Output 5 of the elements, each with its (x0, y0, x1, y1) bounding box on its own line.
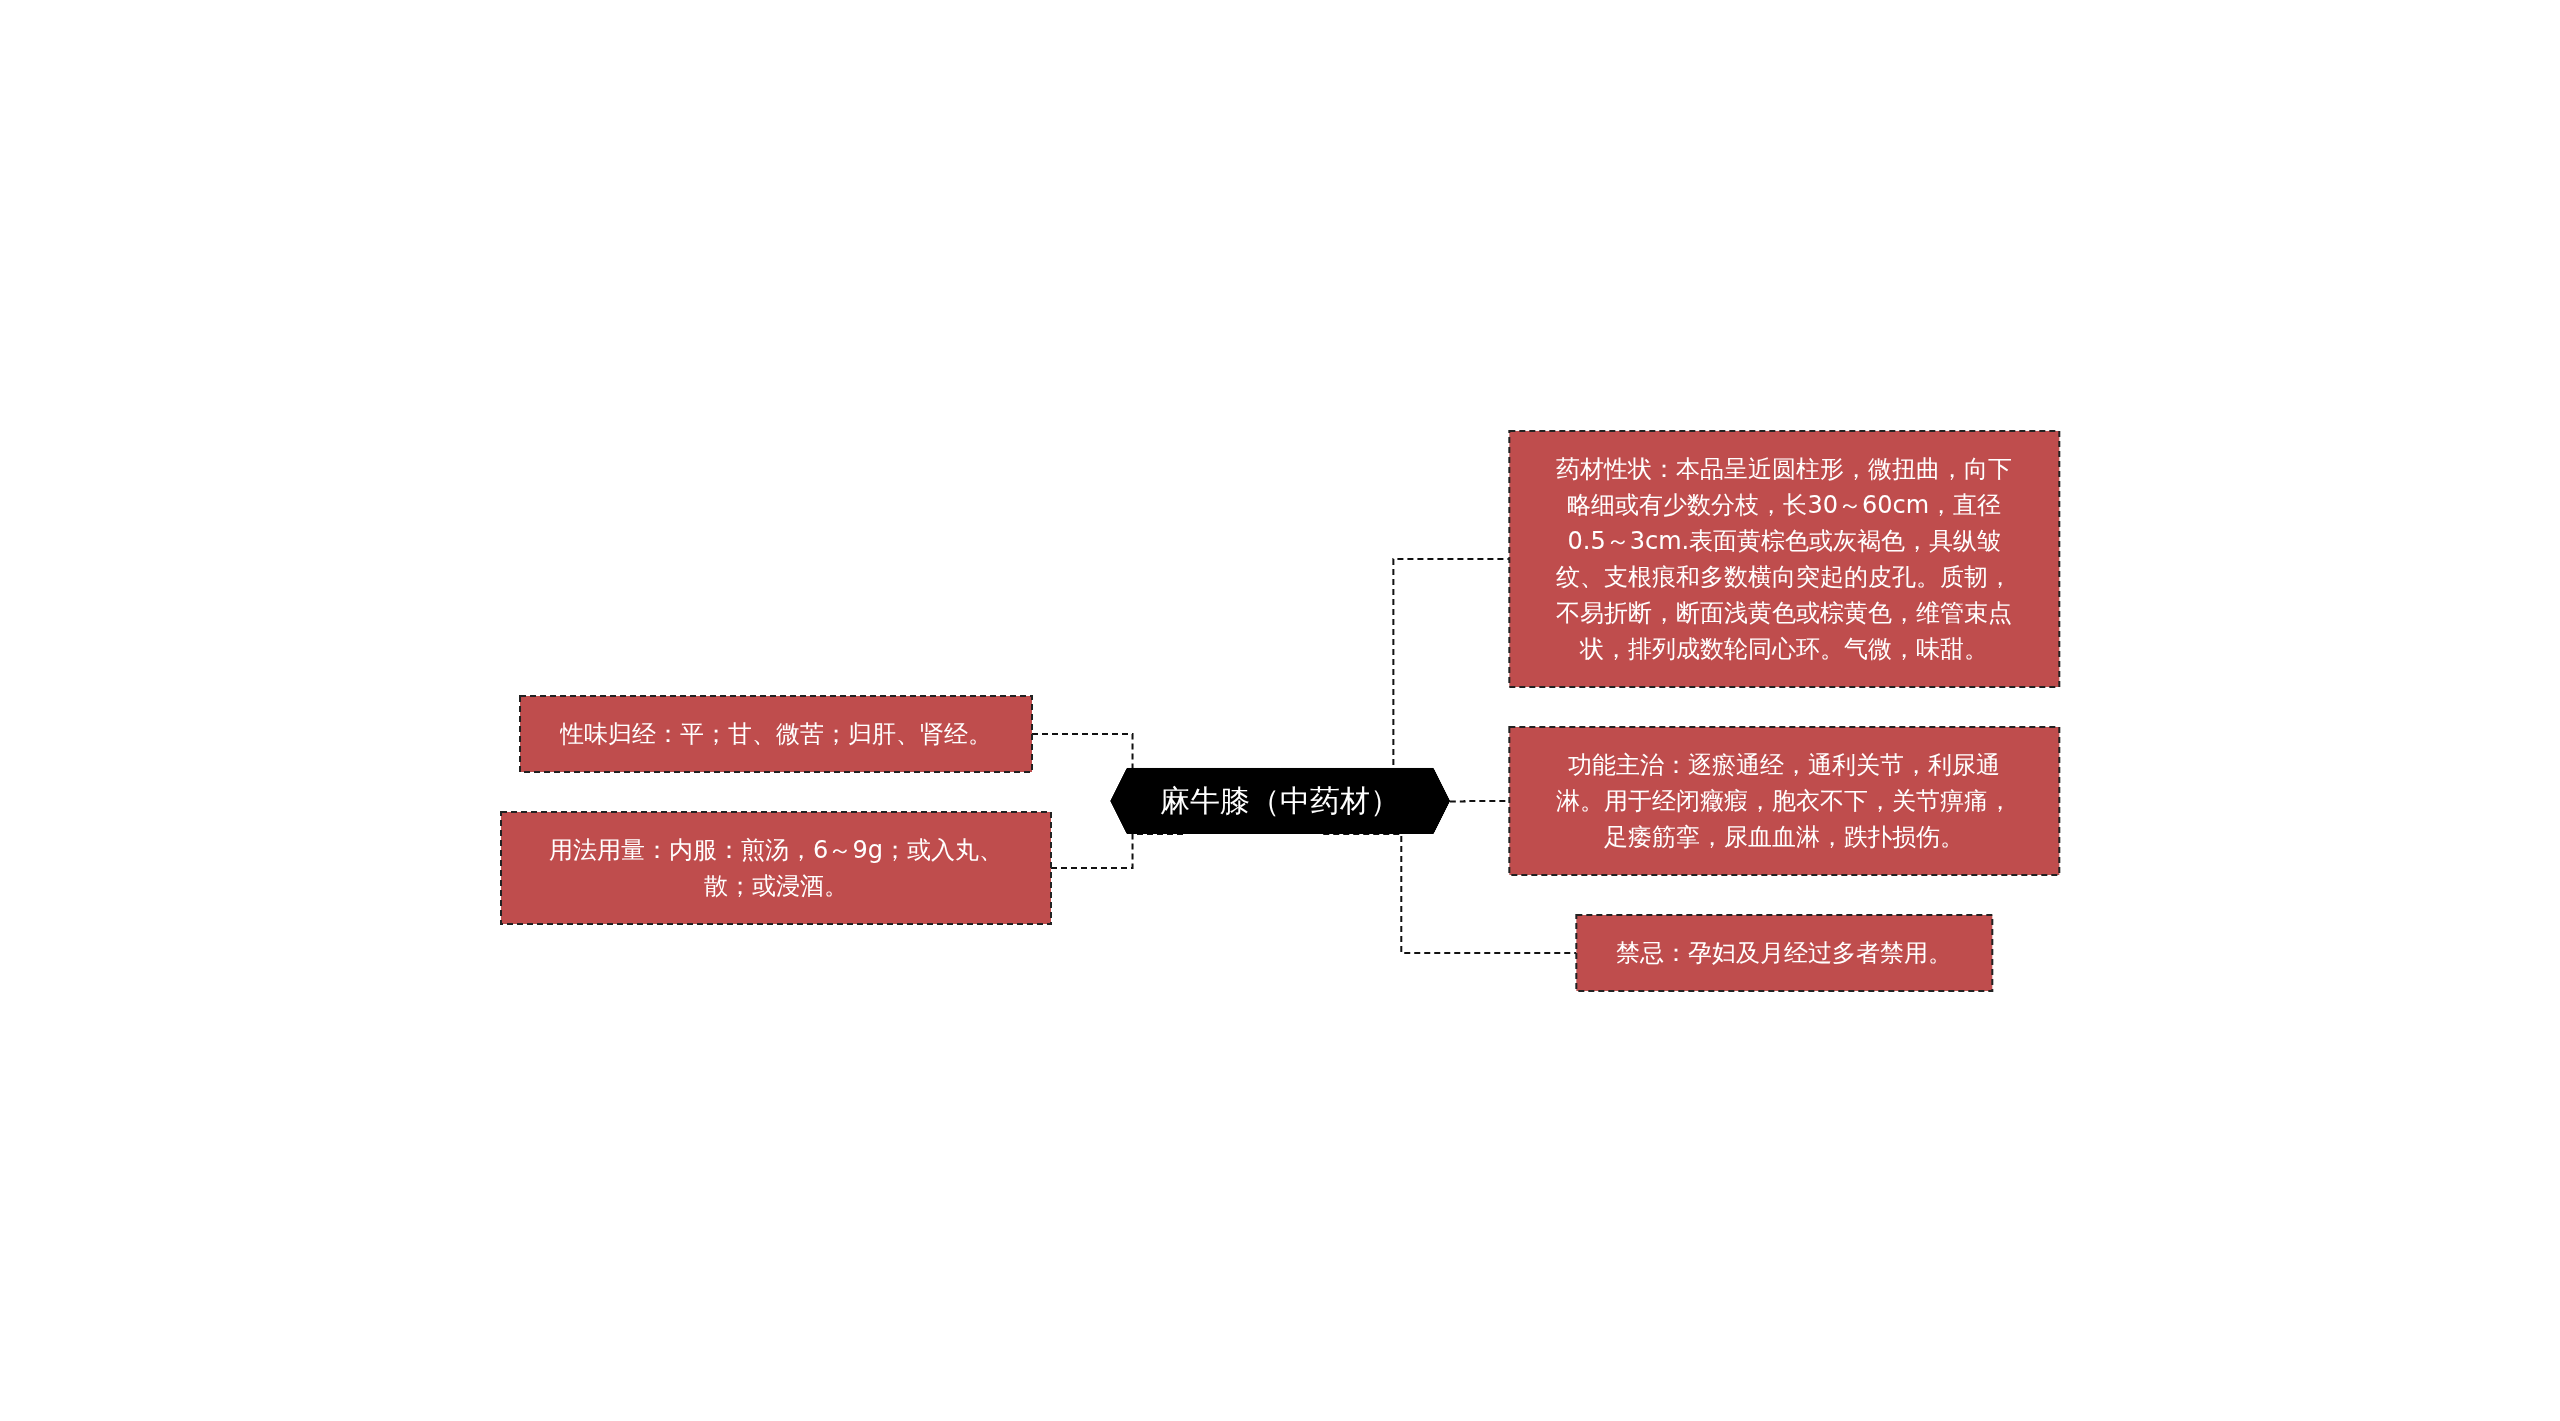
node-box: 性味归经：平；甘、微苦；归肝、肾经。 (518, 694, 1033, 773)
node-box: 功能主治：逐瘀通经，通利关节，利尿通淋。用于经闭癥瘕，胞衣不下，关节痹痛，足痿筋挛，尿血血淋，跌扑损伤。 (1508, 725, 2061, 876)
node-box: 药材性状：本品呈近圆柱形，微扭曲，向下略细或有少数分枝，长30～60cm，直径0.5～3cm.表面黄棕色或灰褐色，具纵皱纹、支根痕和多数横向突起的皮孔。质韧，不易折断，断面浅黄色或棕黄色，维管束点状，排列成数轮同心环。气微，味甜。 (1508, 429, 2061, 688)
node-box: 禁忌：孕妇及月经过多者禁用。 (1575, 913, 1994, 992)
node-box: 用法用量：内服：煎汤，6～9g；或入丸、散；或浸酒。 (499, 810, 1052, 925)
